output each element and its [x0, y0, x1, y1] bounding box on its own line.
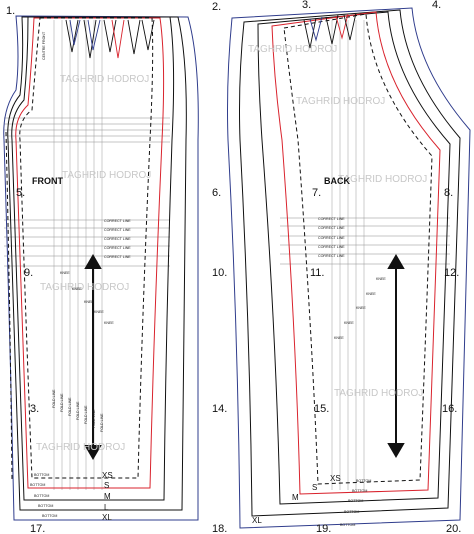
point-17: 17.: [30, 523, 45, 534]
watermark-back-hip: TAGHRID HODROJ: [296, 96, 385, 107]
back-correct-line-2: CORRECT LINE: [318, 226, 345, 230]
point-7: 7.: [312, 187, 321, 199]
point-16: 16.: [442, 403, 457, 415]
centre-front-label: CENTRE FRONT: [42, 31, 46, 60]
back-knee-3: KNEE: [356, 306, 366, 310]
back-darts: [303, 12, 357, 49]
front-knee-5: KNEE: [104, 321, 114, 325]
front-title: FRONT: [32, 176, 63, 186]
front-fold-line-4: FOLD LINE: [76, 401, 80, 420]
back-outline-s: [271, 11, 441, 495]
front-knee-3: KNEE: [84, 300, 94, 304]
point-1: 1.: [6, 5, 15, 17]
back-size-xs: XS: [330, 474, 341, 483]
watermark-front-mid: TAGHRID HODROJ: [62, 170, 151, 181]
watermark-back-top: TAGHRID HODROJ: [248, 44, 337, 55]
front-fold-line-5: FOLD LINE: [84, 405, 88, 424]
point-14: 14.: [212, 403, 227, 415]
back-knee-5: KNEE: [334, 336, 344, 340]
point-4: 4.: [432, 0, 441, 11]
watermark-back-mid: TAGHRID HODROJ: [338, 174, 427, 185]
back-knee-4: KNEE: [344, 321, 354, 325]
front-outline-m: [11, 16, 175, 501]
front-darts: [65, 19, 155, 59]
back-grain-arrow: [387, 254, 405, 458]
front-grain-arrow: [84, 254, 102, 460]
front-fold-line-2: FOLD LINE: [60, 393, 64, 412]
front-correct-line-4: CORRECT LINE: [104, 246, 131, 250]
back-bottom-s: BOTTOM: [352, 489, 367, 493]
watermark-front-bottom: TAGHRID HODROJ: [36, 442, 125, 453]
watermark-front-top: TAGHRID HODROJ: [60, 74, 149, 85]
front-vertical-guides: [53, 20, 103, 490]
point-9: 9.: [24, 267, 33, 279]
front-bottom-xl: BOTTOM: [42, 514, 57, 518]
back-outline-xl: [227, 7, 471, 529]
point-10: 10.: [212, 267, 227, 279]
front-fold-line-1: FOLD LINE: [52, 389, 56, 408]
front-guide-lines: [4, 117, 170, 267]
point-12: 12.: [444, 267, 459, 279]
front-size-xs: XS: [102, 471, 113, 480]
back-bottom-xl: BOTTOM: [340, 523, 355, 527]
watermark-front-low: TAGHRID HODROJ: [40, 282, 129, 293]
front-outline-dashed-outer: [5, 131, 13, 481]
back-vertical-guides: [331, 20, 365, 490]
front-bottom-l: BOTTOM: [38, 504, 53, 508]
point-11: 11.: [310, 267, 324, 279]
back-outline-m: [257, 11, 451, 505]
back-correct-line-4: CORRECT LINE: [318, 245, 345, 249]
back-knee-1: KNEE: [376, 277, 386, 281]
front-correct-line-2: CORRECT LINE: [104, 228, 131, 232]
point-18: 18.: [212, 523, 227, 534]
point-13: 3.: [30, 403, 39, 415]
watermark-back-low: TAGHRID HODROJ: [334, 388, 423, 399]
back-guide-lines: [280, 217, 450, 265]
back-piece: [227, 7, 471, 529]
front-fold-line-7: FOLD LINE: [100, 413, 104, 432]
front-piece: [3, 15, 199, 521]
back-knee-2: KNEE: [366, 292, 376, 296]
point-5: 5.: [16, 187, 25, 199]
back-title: BACK: [324, 176, 350, 186]
front-size-s: S: [104, 481, 109, 490]
point-8: 8.: [444, 187, 453, 199]
front-correct-line-1: CORRECT LINE: [104, 219, 131, 223]
front-size-m: M: [104, 492, 111, 501]
front-knee-2: KNEE: [72, 287, 82, 291]
back-size-m: M: [292, 493, 299, 502]
point-19: 19.: [316, 523, 331, 534]
front-outline-xl: [3, 15, 199, 521]
front-bottom-xs: BOTTOM: [34, 473, 49, 477]
point-6: 6.: [212, 187, 221, 199]
back-size-s: S: [312, 483, 317, 492]
back-size-xl: XL: [252, 516, 262, 525]
back-bottom-m: BOTTOM: [348, 499, 363, 503]
point-15: 15.: [314, 403, 329, 415]
front-outline-l: [7, 16, 187, 511]
back-bottom-l: BOTTOM: [344, 510, 359, 514]
front-size-l: L: [104, 503, 109, 512]
front-knee-1: KNEE: [60, 271, 70, 275]
front-outline-xs: [19, 17, 154, 479]
front-correct-line-5: CORRECT LINE: [104, 255, 131, 259]
back-outline-l: [239, 9, 461, 517]
front-knee-4: KNEE: [94, 310, 104, 314]
back-bottom-xs: BOTTOM: [356, 479, 371, 483]
front-size-xl: XL: [102, 513, 112, 522]
front-correct-line-3: CORRECT LINE: [104, 237, 131, 241]
front-bottom-s: BOTTOM: [30, 483, 45, 487]
back-correct-line-3: CORRECT LINE: [318, 236, 345, 240]
point-2: 2.: [212, 1, 221, 13]
back-correct-line-5: CORRECT LINE: [318, 254, 345, 258]
back-outline-xs: [283, 13, 433, 485]
front-outline-s: [15, 17, 165, 489]
point-20: 20.: [446, 523, 461, 534]
point-3: 3.: [302, 0, 311, 11]
front-fold-line-6: FOLD LINE: [92, 409, 96, 428]
front-fold-line-3: FOLD LINE: [68, 397, 72, 416]
back-correct-line-1: CORRECT LINE: [318, 217, 345, 221]
front-bottom-m: BOTTOM: [34, 494, 49, 498]
